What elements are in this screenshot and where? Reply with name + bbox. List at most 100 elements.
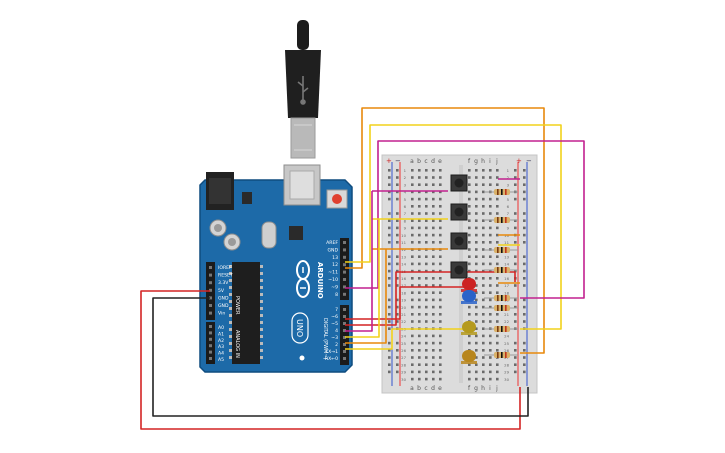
svg-text:3: 3 [404,182,407,187]
brand-label: ARDUINO [316,262,324,299]
wire-orange-loop [345,107,545,354]
svg-text:a: a [410,385,414,392]
pin-label: A1 [218,331,224,337]
svg-text:22: 22 [504,319,509,324]
svg-text:19: 19 [401,298,406,303]
pin-label: 8 [335,292,338,298]
svg-text:UNO: UNO [295,319,304,337]
svg-text:d: d [431,158,435,165]
resistor [484,267,518,273]
svg-text:j: j [495,385,498,392]
pin-label: 3.3V [218,280,229,286]
svg-text:25: 25 [401,341,406,346]
svg-text:4: 4 [404,190,407,195]
svg-text:24: 24 [504,334,509,339]
svg-text:1: 1 [507,168,510,173]
svg-text:g: g [474,385,478,392]
svg-text:2: 2 [404,175,407,180]
svg-text:18: 18 [401,290,406,295]
svg-text:26: 26 [401,348,406,353]
wire-5v-red [140,290,521,430]
svg-text:11: 11 [401,240,406,245]
power-section-label: POWER [234,296,240,315]
svg-text:3: 3 [507,182,510,187]
resistor [484,189,518,195]
pin-label: ~3 [331,335,338,341]
pin-label: ~10 [328,277,338,283]
wire-gnd-black [152,297,529,417]
pin-label: ~9 [331,284,338,290]
svg-text:24: 24 [401,334,406,339]
svg-text:g: g [474,158,478,165]
svg-text:11: 11 [504,240,509,245]
wire-d3 [345,249,387,344]
svg-text:9: 9 [404,226,407,231]
svg-text:22: 22 [401,319,406,324]
yellow-led [461,321,477,335]
svg-text:f: f [468,158,471,165]
pin-label: Vin [218,311,225,317]
pin-label: GND [327,247,338,253]
pin-label: 5V [218,288,225,294]
pin-label: A4 [218,351,224,357]
wires [140,107,585,430]
svg-text:28: 28 [401,362,406,367]
svg-text:e: e [438,385,442,392]
svg-text:c: c [424,385,427,392]
svg-text:14: 14 [401,262,406,267]
wire-d2 [345,328,466,350]
wire-d5 [345,191,373,332]
pin-label: 12 [332,262,338,268]
pin-label: IOREF [218,265,232,271]
pin-label: 2 [335,342,338,348]
svg-text:i: i [489,385,491,392]
svg-text:h: h [481,385,485,392]
svg-text:6: 6 [404,204,407,209]
svg-text:5: 5 [404,197,407,202]
pin-label: 7 [335,307,338,313]
pin-label: ~6 [331,314,338,320]
svg-text:16: 16 [504,276,509,281]
svg-text:17: 17 [401,283,406,288]
svg-text:27: 27 [401,355,406,360]
svg-text:28: 28 [504,362,509,367]
svg-text:20: 20 [401,305,406,310]
push-button [450,174,468,192]
pin-label: GND [218,303,229,309]
svg-text:18: 18 [504,290,509,295]
pin-label: GND [218,295,229,301]
svg-text:13: 13 [504,254,509,259]
resistor [484,352,518,358]
orange-led [461,350,477,364]
svg-text:i: i [489,158,491,165]
resistors [484,189,518,358]
svg-text:10: 10 [401,233,406,238]
rail-minus-left: − [395,157,401,165]
svg-text:5: 5 [507,197,510,202]
rail-plus-right: + [516,157,522,165]
atmega-chip [232,262,260,364]
leds [461,278,477,364]
svg-text:21: 21 [504,312,509,317]
pin-label: 13 [332,255,338,261]
resistor [484,305,518,311]
svg-text:6: 6 [507,204,510,209]
analog-section-label: ANALOG IN [234,330,240,358]
resistor [484,295,518,301]
push-button [450,261,468,279]
wire-yellow-loop [345,124,562,330]
svg-text:1: 1 [404,168,407,173]
resistor [484,247,518,253]
usb-icon [297,76,309,105]
svg-text:29: 29 [401,370,406,375]
push-button [450,232,468,250]
svg-text:f: f [468,385,471,392]
svg-text:30: 30 [401,377,406,382]
pin-label: A2 [218,338,224,344]
blue-led [461,290,477,304]
